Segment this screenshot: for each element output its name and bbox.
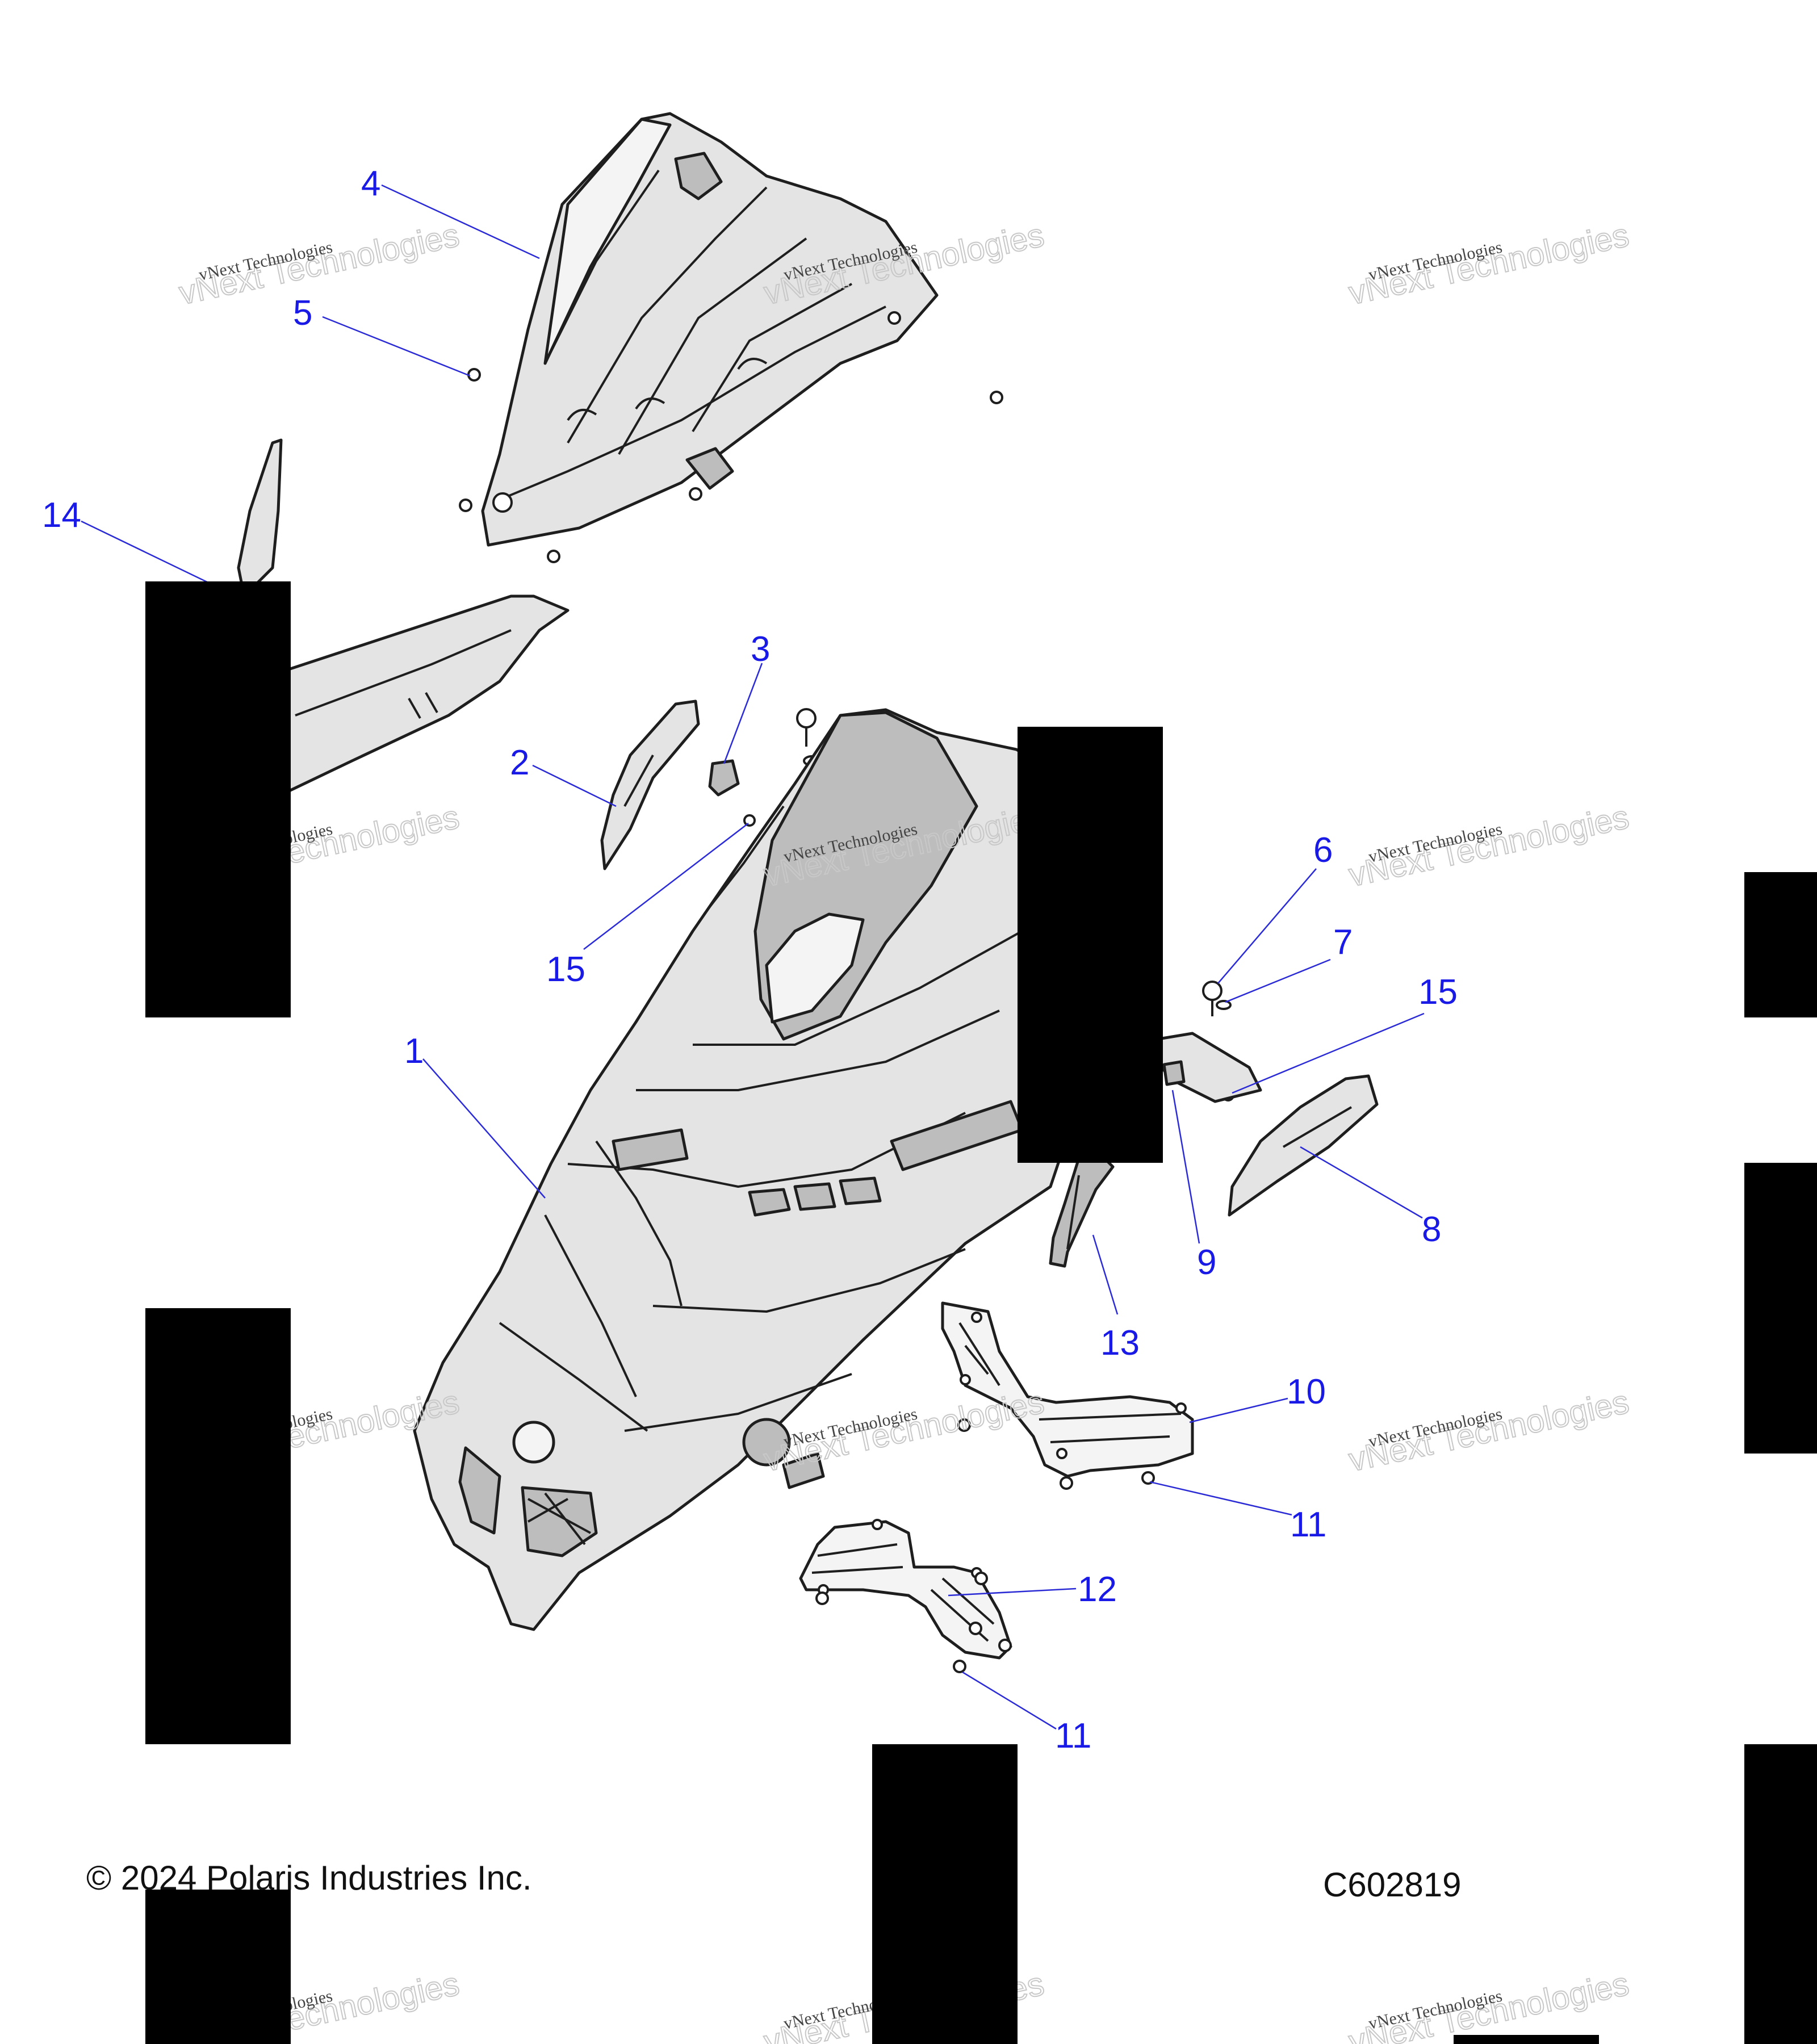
callout-13: 13	[1100, 1323, 1140, 1363]
callout-11-lower: 11	[1055, 1716, 1091, 1756]
callout-5: 5	[293, 294, 312, 333]
redaction-box	[1018, 727, 1163, 1163]
redaction-box	[1744, 872, 1817, 1017]
washer-7	[1216, 1000, 1232, 1010]
callout-11-upper: 11	[1290, 1505, 1326, 1544]
copyright-text: © 2024 Polaris Industries Inc.	[86, 1859, 532, 1897]
seal-strip-part	[1049, 1151, 1115, 1268]
callout-4: 4	[361, 164, 380, 203]
right-trim-part	[1228, 1074, 1379, 1217]
fastener-15-left	[743, 814, 756, 827]
redaction-box	[1744, 1163, 1817, 1454]
redaction-box	[872, 1744, 1018, 2044]
watermark: vNext Technologies vNext Technologies	[1345, 798, 1632, 894]
callout-14: 14	[42, 496, 81, 535]
watermark: vNext Technologies vNext Technologies	[1345, 1965, 1632, 2044]
watermark: vNext Technologies vNext Technologies	[1345, 216, 1632, 312]
callout-3: 3	[751, 630, 770, 669]
callout-7: 7	[1333, 923, 1353, 962]
windshield-screws	[459, 311, 1003, 563]
callout-9: 9	[1197, 1243, 1216, 1282]
callout-8: 8	[1422, 1210, 1441, 1249]
redaction-boxes	[145, 581, 1817, 2044]
diagram-code: C602819	[1323, 1866, 1462, 1904]
windshield-part	[481, 112, 939, 547]
decal-12-part	[799, 1519, 1012, 1660]
callout-15-right: 15	[1418, 973, 1458, 1012]
watermark: vNext Technologies vNext Technologies	[1345, 1383, 1632, 1479]
redaction-box	[1454, 2035, 1599, 2044]
leader-lines	[81, 184, 1425, 1730]
rivet-right	[1202, 981, 1223, 1016]
decal-10-part	[941, 1301, 1194, 1478]
right-bracket-part	[1157, 1032, 1262, 1103]
callout-2: 2	[510, 743, 529, 782]
redaction-box	[145, 581, 291, 1017]
callout-1: 1	[404, 1032, 424, 1071]
callout-15-left: 15	[546, 950, 585, 989]
redaction-box	[1744, 1744, 1817, 2044]
redaction-box	[145, 1890, 291, 2044]
left-trim-part	[600, 700, 700, 870]
left-clip-part	[708, 759, 740, 797]
callout-labels: 4 5 14 3 2 15 6 7 15 1 9 8 13 10 11 12 1…	[42, 164, 1458, 1756]
callout-6: 6	[1313, 831, 1333, 870]
washers-11	[815, 1418, 1155, 1673]
callout-10: 10	[1287, 1372, 1326, 1411]
watermark: vNext Technologies vNext Technologies	[175, 216, 463, 312]
redaction-box	[145, 1308, 291, 1744]
side-panel-part	[237, 438, 570, 794]
callout-12: 12	[1078, 1570, 1117, 1609]
hood-part	[413, 708, 1069, 1631]
